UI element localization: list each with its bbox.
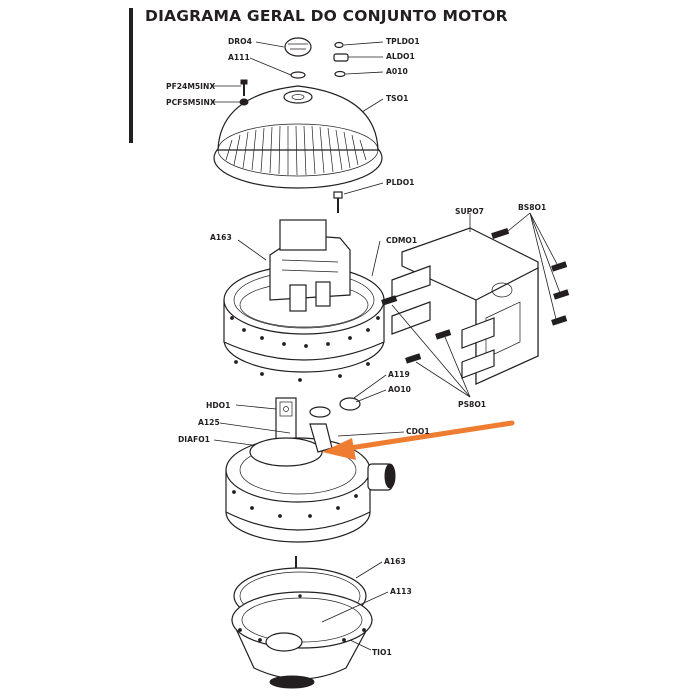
label-a010-top: A010 xyxy=(386,67,408,76)
label-cdo1: CDO1 xyxy=(406,427,430,436)
label-dro4: DRO4 xyxy=(228,37,252,46)
label-ps8o1: PS8O1 xyxy=(458,400,486,409)
plug-aldo1 xyxy=(333,53,349,62)
label-a125: A125 xyxy=(198,418,220,427)
label-aldo1: ALDO1 xyxy=(386,52,415,61)
diagram-title: DIAGRAMA GERAL DO CONJUNTO MOTOR xyxy=(145,7,508,25)
label-a119: A119 xyxy=(388,370,410,379)
label-a163-bottom: A163 xyxy=(384,557,406,566)
bolt-pldo1 xyxy=(333,191,343,213)
label-pf24m5inx: PF24M5INX xyxy=(166,82,215,91)
support-bracket-supo7 xyxy=(391,227,539,385)
knob-dro4 xyxy=(284,37,312,57)
plug-tpldo1 xyxy=(334,41,344,49)
label-a163-top: A163 xyxy=(210,233,232,242)
label-cdmo1: CDMO1 xyxy=(386,236,417,245)
top-cover-tso1 xyxy=(213,85,383,189)
label-pcfsm5inx: PCFSM5INX xyxy=(166,98,216,107)
o-rings-a119-a010 xyxy=(309,397,361,418)
screws-ps8o1 xyxy=(381,295,452,364)
screws-bs8o1 xyxy=(491,227,570,326)
oring-a010-top xyxy=(334,70,346,78)
motor-gearbox-cdmo1 xyxy=(269,219,351,312)
label-tso1: TSO1 xyxy=(386,94,408,103)
label-tpldo1: TPLDO1 xyxy=(386,37,420,46)
label-diafo1: DIAFO1 xyxy=(178,435,210,444)
highlight-arrow xyxy=(322,420,515,460)
title-accent-bar xyxy=(129,8,133,143)
label-hdo1: HDO1 xyxy=(206,401,230,410)
bottom-cover-tio1 xyxy=(231,591,374,689)
oring-a111 xyxy=(290,71,306,79)
label-a111: A111 xyxy=(228,53,250,62)
label-pldo1: PLDO1 xyxy=(386,178,414,187)
washer-pcfsm5inx xyxy=(239,98,249,106)
label-a113: A113 xyxy=(390,587,412,596)
label-bs8o1: BS8O1 xyxy=(518,203,546,212)
screw-pf24m5inx xyxy=(240,79,248,96)
leader-lines xyxy=(211,41,561,651)
label-tio1: TIO1 xyxy=(372,648,392,657)
chamber-cdo1 xyxy=(225,423,396,543)
label-a010-mid: AO10 xyxy=(388,385,411,394)
label-supo7: SUPO7 xyxy=(455,207,484,216)
